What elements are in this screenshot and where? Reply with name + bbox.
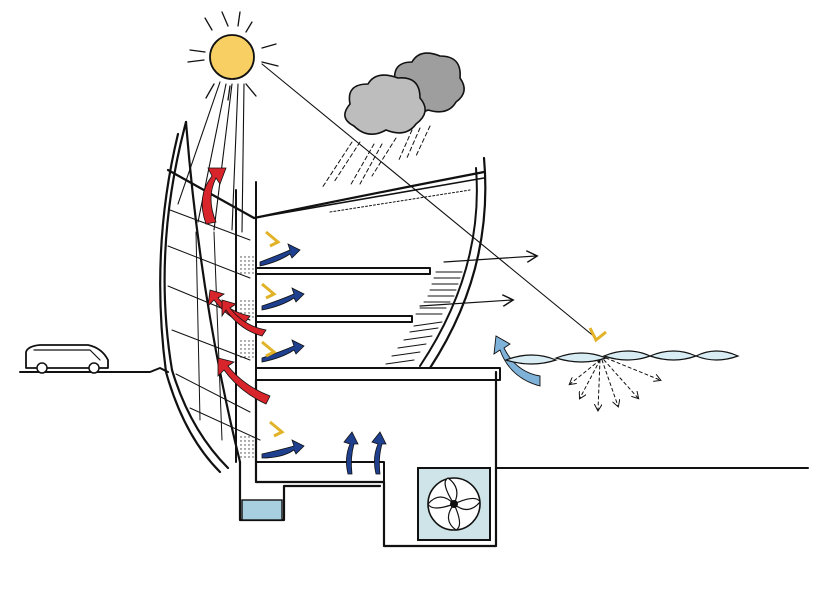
spray-arrows: [570, 357, 660, 410]
floor-slabs: [255, 267, 501, 483]
cool-air-arrows: [259, 243, 387, 475]
sun-icon: [187, 11, 279, 101]
water-tank-icon: [241, 499, 283, 521]
ground-line: [19, 367, 809, 469]
water-panels: [504, 350, 740, 365]
sensor-icon: [261, 230, 607, 438]
car-icon: [25, 344, 109, 374]
building-shell: [159, 120, 487, 474]
daylight-lines: [167, 209, 261, 441]
facade-louvers: [385, 271, 463, 365]
exhaust-arrows: [419, 256, 536, 306]
lower-building: [238, 370, 498, 548]
warm-air-arrows: [201, 167, 271, 405]
rain-icon: [321, 125, 431, 189]
sun-rays: [177, 63, 597, 339]
fan-icon: [417, 467, 491, 541]
cloud-icon: [344, 52, 465, 135]
fresh-air-arrow: [493, 335, 541, 387]
